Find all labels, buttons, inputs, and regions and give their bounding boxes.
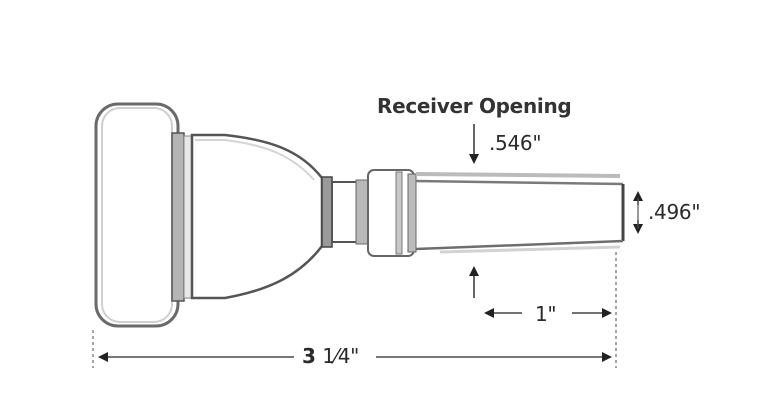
shank-length-value: 1" (535, 302, 557, 326)
receiver-opening-title: Receiver Opening (377, 94, 572, 118)
shank-ring (367, 169, 417, 257)
overall-length-whole: 3 (302, 344, 316, 368)
shank (415, 172, 625, 254)
receiver-opening-value: .546" (489, 131, 542, 155)
tip-diameter-value: .496" (648, 200, 701, 224)
mouthpiece-rim (94, 102, 180, 328)
cup-bowl (190, 133, 324, 300)
overall-length-value: 3 1⁄4" (302, 344, 359, 368)
rim-band (171, 132, 193, 302)
throat-collar (321, 176, 369, 248)
overall-length-fraction: 1⁄4" (322, 344, 360, 368)
